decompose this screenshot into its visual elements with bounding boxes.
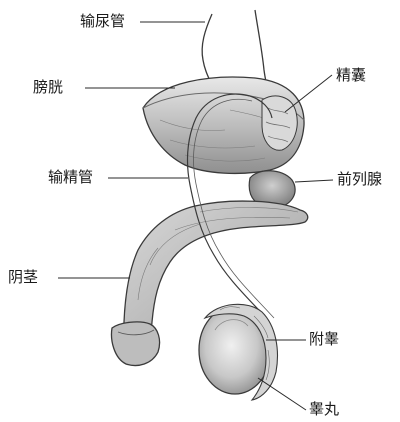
label-bladder: 膀胱 — [33, 78, 63, 96]
leader-testis — [258, 378, 306, 410]
label-ureter: 输尿管 — [80, 12, 125, 30]
label-seminal-vesicle: 精囊 — [336, 66, 366, 84]
label-vas-deferens: 输精管 — [48, 168, 93, 186]
glans-shape — [112, 322, 160, 366]
label-testis: 睾丸 — [309, 400, 339, 418]
label-epididymis: 附睾 — [309, 330, 339, 348]
seminal-vesicle-shape — [262, 96, 297, 150]
leader-prostate — [295, 180, 333, 182]
label-prostate: 前列腺 — [337, 170, 382, 188]
label-penis: 阴茎 — [8, 268, 38, 286]
